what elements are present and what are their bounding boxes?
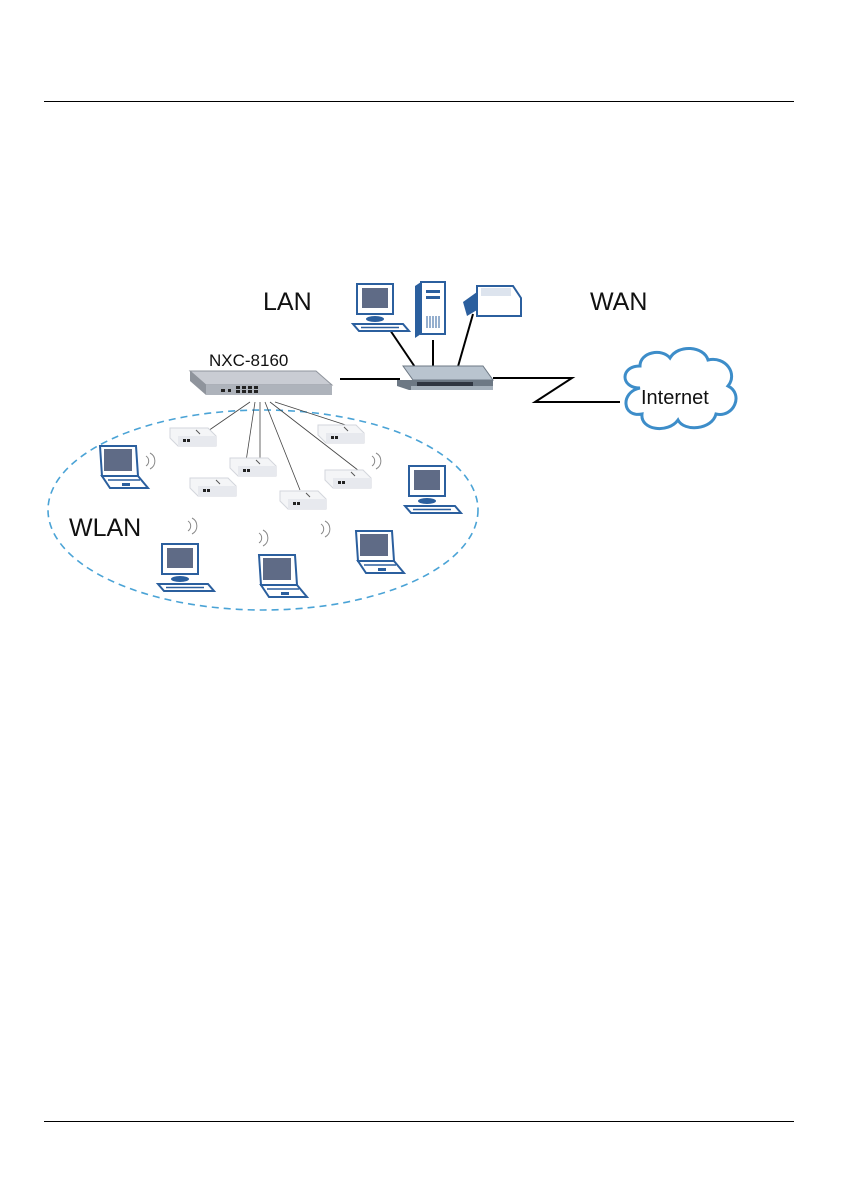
lan-server-icon (415, 282, 445, 338)
router-device (397, 366, 493, 390)
header-rule (44, 101, 794, 102)
wlan-desktop-icon (158, 544, 214, 591)
access-point-icon (170, 428, 216, 446)
footer-rule (44, 1121, 794, 1122)
access-point-icon (325, 470, 371, 488)
wireless-signal-icon (321, 521, 330, 537)
wlan-desktop-icon (405, 466, 461, 513)
wlan-label: WLAN (69, 514, 141, 542)
lan-label: LAN (263, 288, 312, 316)
link-router-internet (493, 378, 620, 402)
wireless-signal-icon (259, 530, 268, 546)
wireless-signal-icon (146, 453, 155, 469)
internet-label: Internet (641, 387, 709, 409)
link-printer-router (457, 314, 473, 370)
lan-printer-icon (463, 286, 521, 316)
link-desktop-router (390, 330, 417, 370)
wlan-laptop-icon (259, 555, 307, 597)
access-point-icon (190, 478, 236, 496)
network-diagram: NXC-8160 LAN WAN Internet (45, 278, 750, 618)
controller-label: NXC-8160 (209, 351, 288, 370)
wireless-signal-icon (372, 453, 381, 469)
access-point-icon (318, 425, 364, 443)
wlan-laptop-icon (100, 446, 148, 488)
wan-label: WAN (590, 288, 647, 316)
access-point-icon (280, 491, 326, 509)
controller-device (190, 371, 332, 395)
lan-desktop-icon (353, 284, 409, 331)
wireless-signal-icon (188, 518, 197, 534)
access-point-icon (230, 458, 276, 476)
wlan-laptop-icon (356, 531, 404, 573)
